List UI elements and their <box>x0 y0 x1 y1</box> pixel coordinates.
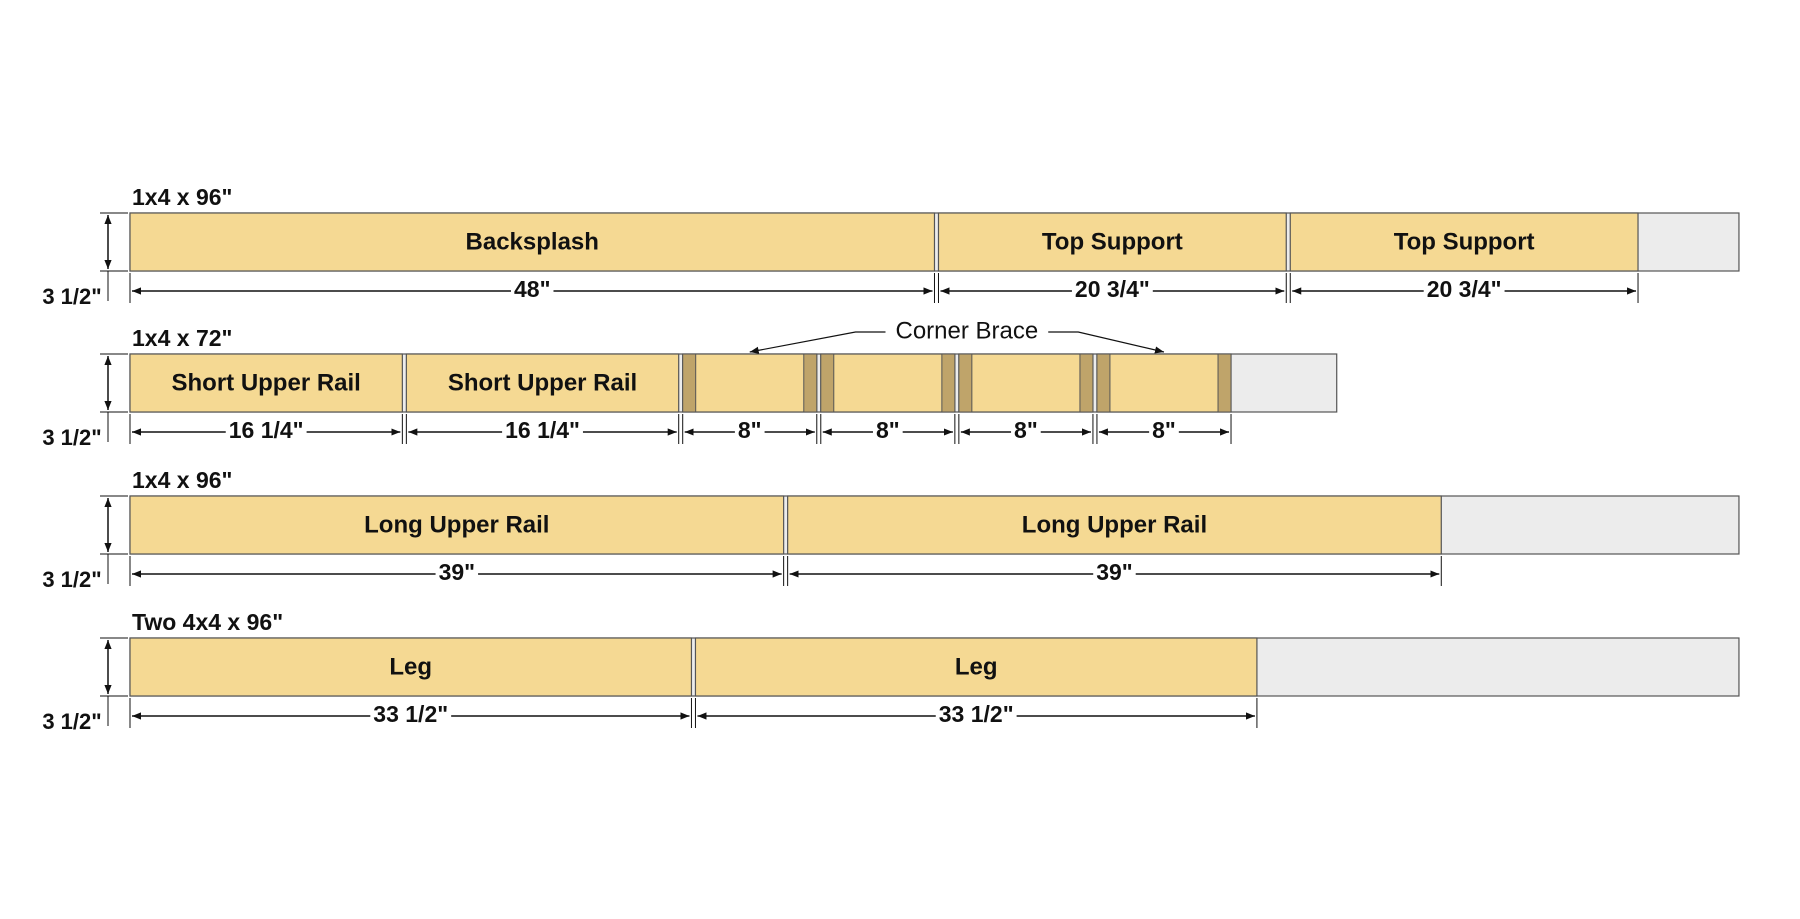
miter-end <box>1079 353 1094 413</box>
dimension-label: 39" <box>439 559 476 585</box>
miter-end <box>1096 353 1111 413</box>
piece-rect <box>682 353 818 413</box>
dimension-label: 16 1/4" <box>229 417 304 443</box>
board-4: Two 4x4 x 96" 3 1/2" Leg 33 1/2" Leg 33 1/2" <box>42 609 1740 734</box>
piece-label: Top Support <box>1394 228 1535 255</box>
cut-piece: Top Support 20 3/4" <box>1289 212 1639 303</box>
piece-label: Leg <box>389 653 432 680</box>
callout-leader <box>1048 331 1165 354</box>
cut-piece: Short Upper Rail 16 1/4" <box>405 353 680 444</box>
piece-rect <box>405 353 680 413</box>
piece-rect <box>129 212 936 272</box>
piece-rect <box>1096 353 1232 413</box>
dimension-label: 20 3/4" <box>1075 276 1150 302</box>
cut-piece: Leg 33 1/2" <box>129 637 693 728</box>
piece-rect <box>937 212 1287 272</box>
thickness-label: 3 1/2" <box>42 709 101 734</box>
cut-piece: Long Upper Rail 39" <box>787 495 1442 586</box>
dimension-label: 33 1/2" <box>939 701 1014 727</box>
board-title: 1x4 x 96" <box>132 467 232 493</box>
dimension-label: 20 3/4" <box>1427 276 1502 302</box>
corner-brace-piece: 8" <box>1096 353 1232 444</box>
cut-piece: Short Upper Rail 16 1/4" <box>129 353 403 444</box>
piece-rect <box>694 637 1258 697</box>
piece-label: Long Upper Rail <box>364 511 549 538</box>
dimension-label: 48" <box>514 276 551 302</box>
board-1: 1x4 x 96" 3 1/2" Backsplash 48" Top Support 2… <box>42 184 1740 309</box>
thickness-label: 3 1/2" <box>42 425 101 450</box>
corner-brace-callout: Corner Brace <box>895 317 1038 344</box>
piece-label: Leg <box>955 653 998 680</box>
cut-piece: Leg 33 1/2" <box>694 637 1258 728</box>
miter-end <box>958 353 973 413</box>
miter-end <box>803 353 818 413</box>
corner-brace-piece: 8" <box>682 353 818 444</box>
piece-rect <box>129 353 403 413</box>
piece-rect <box>1289 212 1639 272</box>
cut-piece: Backsplash 48" <box>129 212 936 303</box>
miter-end <box>1217 353 1232 413</box>
miter-end <box>682 353 697 413</box>
cut-piece: Long Upper Rail 39" <box>129 495 785 586</box>
dimension-label: 8" <box>738 417 762 443</box>
dimension-label: 8" <box>876 417 900 443</box>
piece-rect <box>129 495 785 555</box>
board-title: Two 4x4 x 96" <box>132 609 283 635</box>
piece-label: Backsplash <box>466 228 599 255</box>
dimension-label: 33 1/2" <box>373 701 448 727</box>
piece-label: Top Support <box>1042 228 1183 255</box>
board-title: 1x4 x 72" <box>132 325 232 351</box>
corner-brace-piece: 8" <box>820 353 956 444</box>
piece-label: Long Upper Rail <box>1022 511 1207 538</box>
piece-rect <box>820 353 956 413</box>
board-title: 1x4 x 96" <box>132 184 232 210</box>
miter-end <box>941 353 956 413</box>
callout-leader <box>749 331 886 354</box>
corner-brace-piece: 8" <box>958 353 1094 444</box>
piece-rect <box>787 495 1442 555</box>
dimension-label: 8" <box>1014 417 1038 443</box>
thickness-label: 3 1/2" <box>42 284 101 309</box>
dimension-label: 16 1/4" <box>505 417 580 443</box>
piece-label: Short Upper Rail <box>448 369 637 396</box>
cut-piece: Top Support 20 3/4" <box>937 212 1287 303</box>
piece-label: Short Upper Rail <box>171 369 360 396</box>
thickness-label: 3 1/2" <box>42 567 101 592</box>
piece-rect <box>129 637 693 697</box>
dimension-label: 39" <box>1096 559 1133 585</box>
miter-end <box>820 353 835 413</box>
dimension-label: 8" <box>1152 417 1176 443</box>
piece-rect <box>958 353 1094 413</box>
